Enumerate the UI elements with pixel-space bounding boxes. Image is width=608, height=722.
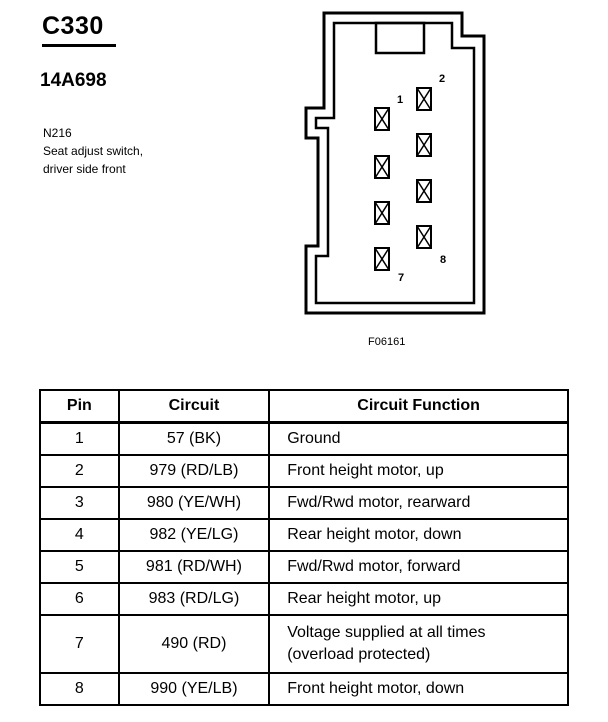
table-row: 2 979 (RD/LB) Front height motor, up <box>39 454 569 488</box>
table-row: 6 983 (RD/LG) Rear height motor, up <box>39 582 569 616</box>
part-number: 14A698 <box>40 70 107 91</box>
table-row: 8 990 (YE/LB) Front height motor, down <box>39 672 569 706</box>
terminal-pin-8 <box>416 225 432 249</box>
function-cell: Ground <box>268 421 569 456</box>
connector-code-underline <box>42 44 116 47</box>
header-circuit: Circuit <box>117 389 271 424</box>
pin-label-7: 7 <box>398 272 404 284</box>
table-header-row: Pin Circuit Circuit Function <box>39 389 569 424</box>
function-cell: Rear height motor, down <box>268 518 569 552</box>
pin-cell: 8 <box>39 672 120 706</box>
function-cell: Rear height motor, up <box>268 582 569 616</box>
pin-label-8: 8 <box>440 254 446 266</box>
component-description-line2: driver side front <box>43 162 126 176</box>
pin-label-2: 2 <box>439 73 445 85</box>
pin-cell: 4 <box>39 518 120 552</box>
circuit-cell: 980 (YE/WH) <box>117 486 271 520</box>
figure-id: F06161 <box>368 336 406 348</box>
pin-label-1: 1 <box>397 94 403 106</box>
circuit-cell: 490 (RD) <box>117 614 271 674</box>
table-row: 1 57 (BK) Ground <box>39 421 569 456</box>
pin-table: Pin Circuit Circuit Function 1 57 (BK) G… <box>39 389 569 706</box>
function-cell: Fwd/Rwd motor, forward <box>268 550 569 584</box>
function-line-2: (overload protected) <box>287 646 431 663</box>
pin-cell: 1 <box>39 421 120 456</box>
circuit-cell: 979 (RD/LB) <box>117 454 271 488</box>
terminal-pin-6 <box>416 179 432 203</box>
pin-cell: 7 <box>39 614 120 674</box>
circuit-cell: 981 (RD/WH) <box>117 550 271 584</box>
table-row: 7 490 (RD) Voltage supplied at all times… <box>39 614 569 674</box>
connector-face-diagram: 1 2 7 8 <box>304 11 486 315</box>
terminal-pin-3 <box>374 155 390 179</box>
terminal-pin-2 <box>416 87 432 111</box>
circuit-cell: 57 (BK) <box>117 421 271 456</box>
pin-cell: 3 <box>39 486 120 520</box>
reference-code: N216 <box>43 126 72 140</box>
pin-cell: 5 <box>39 550 120 584</box>
circuit-cell: 982 (YE/LG) <box>117 518 271 552</box>
connector-code: C330 <box>42 12 104 40</box>
terminal-pin-4 <box>416 133 432 157</box>
pin-cell: 6 <box>39 582 120 616</box>
function-line-1: Voltage supplied at all times <box>287 624 486 641</box>
circuit-cell: 983 (RD/LG) <box>117 582 271 616</box>
circuit-cell: 990 (YE/LB) <box>117 672 271 706</box>
terminal-pin-1 <box>374 107 390 131</box>
connector-housing-outer <box>304 11 486 315</box>
function-cell: Front height motor, up <box>268 454 569 488</box>
header-circuit-function: Circuit Function <box>268 389 569 424</box>
locking-tab <box>374 21 426 55</box>
terminal-pin-7 <box>374 247 390 271</box>
function-cell: Front height motor, down <box>268 672 569 706</box>
pin-cell: 2 <box>39 454 120 488</box>
table-row: 4 982 (YE/LG) Rear height motor, down <box>39 518 569 552</box>
terminal-pin-5 <box>374 201 390 225</box>
table-row: 5 981 (RD/WH) Fwd/Rwd motor, forward <box>39 550 569 584</box>
function-cell: Fwd/Rwd motor, rearward <box>268 486 569 520</box>
header-pin: Pin <box>39 389 120 424</box>
component-description-line1: Seat adjust switch, <box>43 144 144 158</box>
function-cell: Voltage supplied at all times (overload … <box>268 614 569 674</box>
table-row: 3 980 (YE/WH) Fwd/Rwd motor, rearward <box>39 486 569 520</box>
connector-housing-inner <box>314 21 476 305</box>
